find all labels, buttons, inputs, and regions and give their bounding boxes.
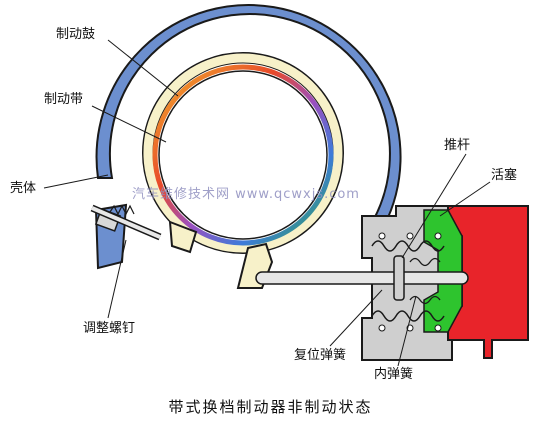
label-return-spring: 复位弹簧: [294, 348, 347, 363]
piston: [423, 205, 529, 359]
label-inner-spring: 内弹簧: [374, 367, 414, 382]
inner-spring: [409, 257, 441, 305]
leader-lines: [43, 39, 491, 367]
label-brake-drum: 制动鼓: [56, 27, 96, 42]
push-rod: [255, 255, 469, 301]
label-push-rod: 推杆: [444, 138, 471, 153]
label-piston: 活塞: [491, 168, 518, 183]
brake-band: [152, 64, 334, 289]
diagram-caption: 带式换档制动器非制动状态: [168, 398, 373, 416]
label-adjust-screw: 调整螺钉: [83, 321, 136, 336]
label-brake-band: 制动带: [44, 92, 84, 107]
adjust-screw: [90, 204, 162, 241]
watermark: 汽车维修技术网 www.qcwxjs.com: [132, 187, 360, 202]
label-housing: 壳体: [10, 181, 37, 196]
return-spring: [371, 232, 445, 332]
